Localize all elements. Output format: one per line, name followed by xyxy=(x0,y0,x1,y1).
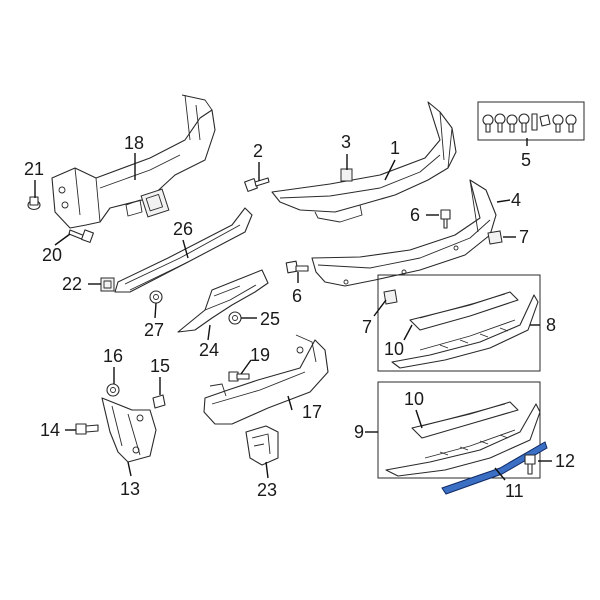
nut-22[interactable] xyxy=(100,277,115,292)
callout-9: 9 xyxy=(354,422,364,442)
callout-23: 23 xyxy=(257,480,277,500)
callout-18: 18 xyxy=(124,133,144,153)
bolt-12[interactable] xyxy=(524,454,536,475)
callout-19: 19 xyxy=(250,345,270,365)
bumper-cover[interactable] xyxy=(271,101,457,223)
callout-21: 21 xyxy=(24,159,44,179)
bracket-17[interactable] xyxy=(203,334,329,425)
callout-5: 5 xyxy=(521,150,531,170)
callout-labels: 1 2 3 4 5 6 6 7 7 8 9 10 10 11 12 13 14 … xyxy=(24,132,575,501)
bracket-13[interactable] xyxy=(101,397,157,463)
nut-16[interactable] xyxy=(106,383,120,397)
callout-6-lower: 6 xyxy=(292,286,302,306)
callout-24: 24 xyxy=(199,340,219,360)
callout-27: 27 xyxy=(144,320,164,340)
callout-15: 15 xyxy=(150,356,170,376)
callout-16: 16 xyxy=(103,346,123,366)
bracket-23[interactable] xyxy=(245,425,279,466)
callout-10-lower: 10 xyxy=(404,389,424,409)
callout-12: 12 xyxy=(555,451,575,471)
clip-27[interactable] xyxy=(149,290,163,304)
callout-14: 14 xyxy=(40,420,60,440)
bolt-6-lower[interactable] xyxy=(285,260,309,274)
bracket-24[interactable] xyxy=(177,269,269,333)
bolt-14[interactable] xyxy=(75,423,99,435)
clip-15[interactable] xyxy=(152,394,166,409)
callout-2: 2 xyxy=(253,141,263,161)
callout-7-upper: 7 xyxy=(519,227,529,247)
callout-11: 11 xyxy=(505,481,524,501)
callout-8: 8 xyxy=(546,315,556,335)
nut-25[interactable] xyxy=(228,311,242,325)
bolt-19[interactable] xyxy=(228,371,250,382)
callout-6-upper: 6 xyxy=(410,205,420,225)
hitch-receiver[interactable] xyxy=(51,94,216,229)
skid-plate-assembly-upper[interactable] xyxy=(377,274,541,372)
callout-10-upper: 10 xyxy=(384,339,404,359)
callout-1: 1 xyxy=(390,138,400,158)
fastener-kit[interactable] xyxy=(477,101,585,141)
callout-7-lower: 7 xyxy=(362,317,372,337)
bolt-21[interactable] xyxy=(27,196,41,211)
step-pad[interactable] xyxy=(311,179,497,287)
leader-lines xyxy=(34,138,552,481)
callout-13: 13 xyxy=(120,479,140,499)
callout-25: 25 xyxy=(260,309,280,329)
callout-20: 20 xyxy=(42,245,62,265)
callout-22: 22 xyxy=(62,274,82,294)
callout-3: 3 xyxy=(341,132,351,152)
clip-7-upper[interactable] xyxy=(487,230,503,245)
clip-7-lower[interactable] xyxy=(383,289,398,305)
callout-4: 4 xyxy=(511,190,521,210)
bolt-2[interactable] xyxy=(244,177,270,192)
callout-17: 17 xyxy=(302,402,322,422)
reinforcement-bar[interactable] xyxy=(114,207,253,293)
bolt-6-upper[interactable] xyxy=(440,209,451,229)
skid-plate-assembly-lower[interactable] xyxy=(377,381,541,479)
clip-3[interactable] xyxy=(340,168,353,182)
skid-plate-strip-highlighted[interactable] xyxy=(441,441,548,495)
callout-26: 26 xyxy=(173,219,193,239)
bolt-20[interactable] xyxy=(68,229,94,243)
